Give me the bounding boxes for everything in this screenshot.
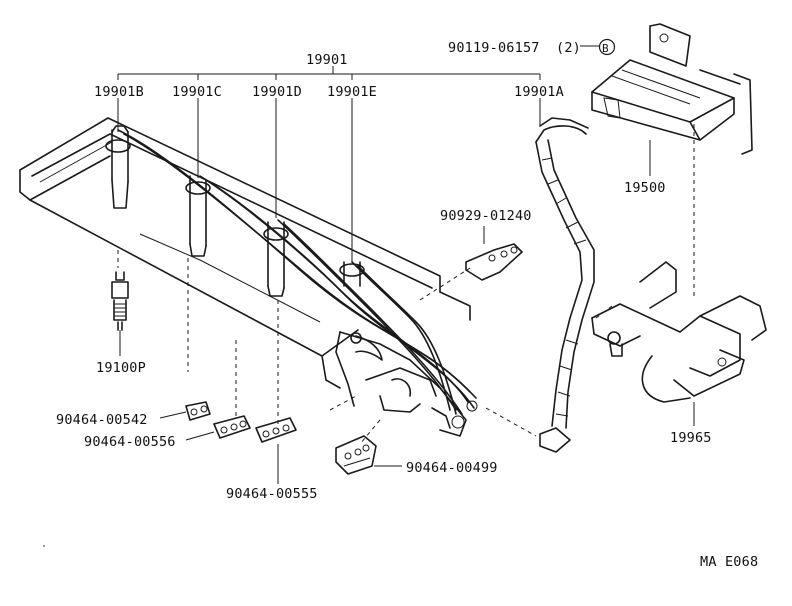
clamp-90464-00555 [255, 417, 297, 443]
coil-bracket [591, 261, 767, 403]
clamp-90464-00556 [213, 415, 251, 439]
label-90464-00556: 90464-00556 [84, 434, 176, 450]
label-19901e: 19901E [327, 84, 377, 100]
plug-wires [117, 129, 477, 415]
label-90464-00555: 90464-00555 [226, 486, 318, 502]
label-90929-01240: 90929-01240 [440, 208, 532, 224]
coil-wire [535, 117, 595, 453]
distributor [335, 331, 478, 437]
spark-plug [111, 271, 129, 331]
label-19901b: 19901B [94, 84, 144, 100]
clamp-90464-00542 [185, 401, 211, 421]
label-19901: 19901 [306, 52, 348, 68]
assembly-bracket [117, 66, 541, 80]
label-90464-00542: 90464-00542 [56, 412, 148, 428]
ignition-coil [591, 23, 753, 155]
dashed-lines [117, 124, 695, 445]
label-19965: 19965 [670, 430, 712, 446]
label-bolt-mark: B [602, 42, 609, 55]
figure-code: MA E068 [700, 554, 758, 570]
clamp-90929-01240 [465, 243, 523, 281]
bolt-mark-circle [598, 38, 616, 56]
clamp-90464-00499 [335, 435, 377, 475]
cylinder-head-cover [19, 117, 471, 389]
label-19901d: 19901D [252, 84, 302, 100]
label-90464-00499: 90464-00499 [406, 460, 498, 476]
label-19500: 19500 [624, 180, 666, 196]
part-labels: 19901 19901B 19901C 19901D 19901E 19901A… [56, 38, 758, 570]
label-90119-06157: 90119-06157 [448, 40, 540, 56]
label-19901c: 19901C [172, 84, 222, 100]
leader-lines [117, 45, 695, 484]
label-bolt-qty: (2) [556, 40, 581, 56]
plug-boots [105, 125, 365, 297]
scan-dot [43, 545, 45, 547]
label-19100p: 19100P [96, 360, 146, 376]
label-19901a: 19901A [514, 84, 564, 100]
